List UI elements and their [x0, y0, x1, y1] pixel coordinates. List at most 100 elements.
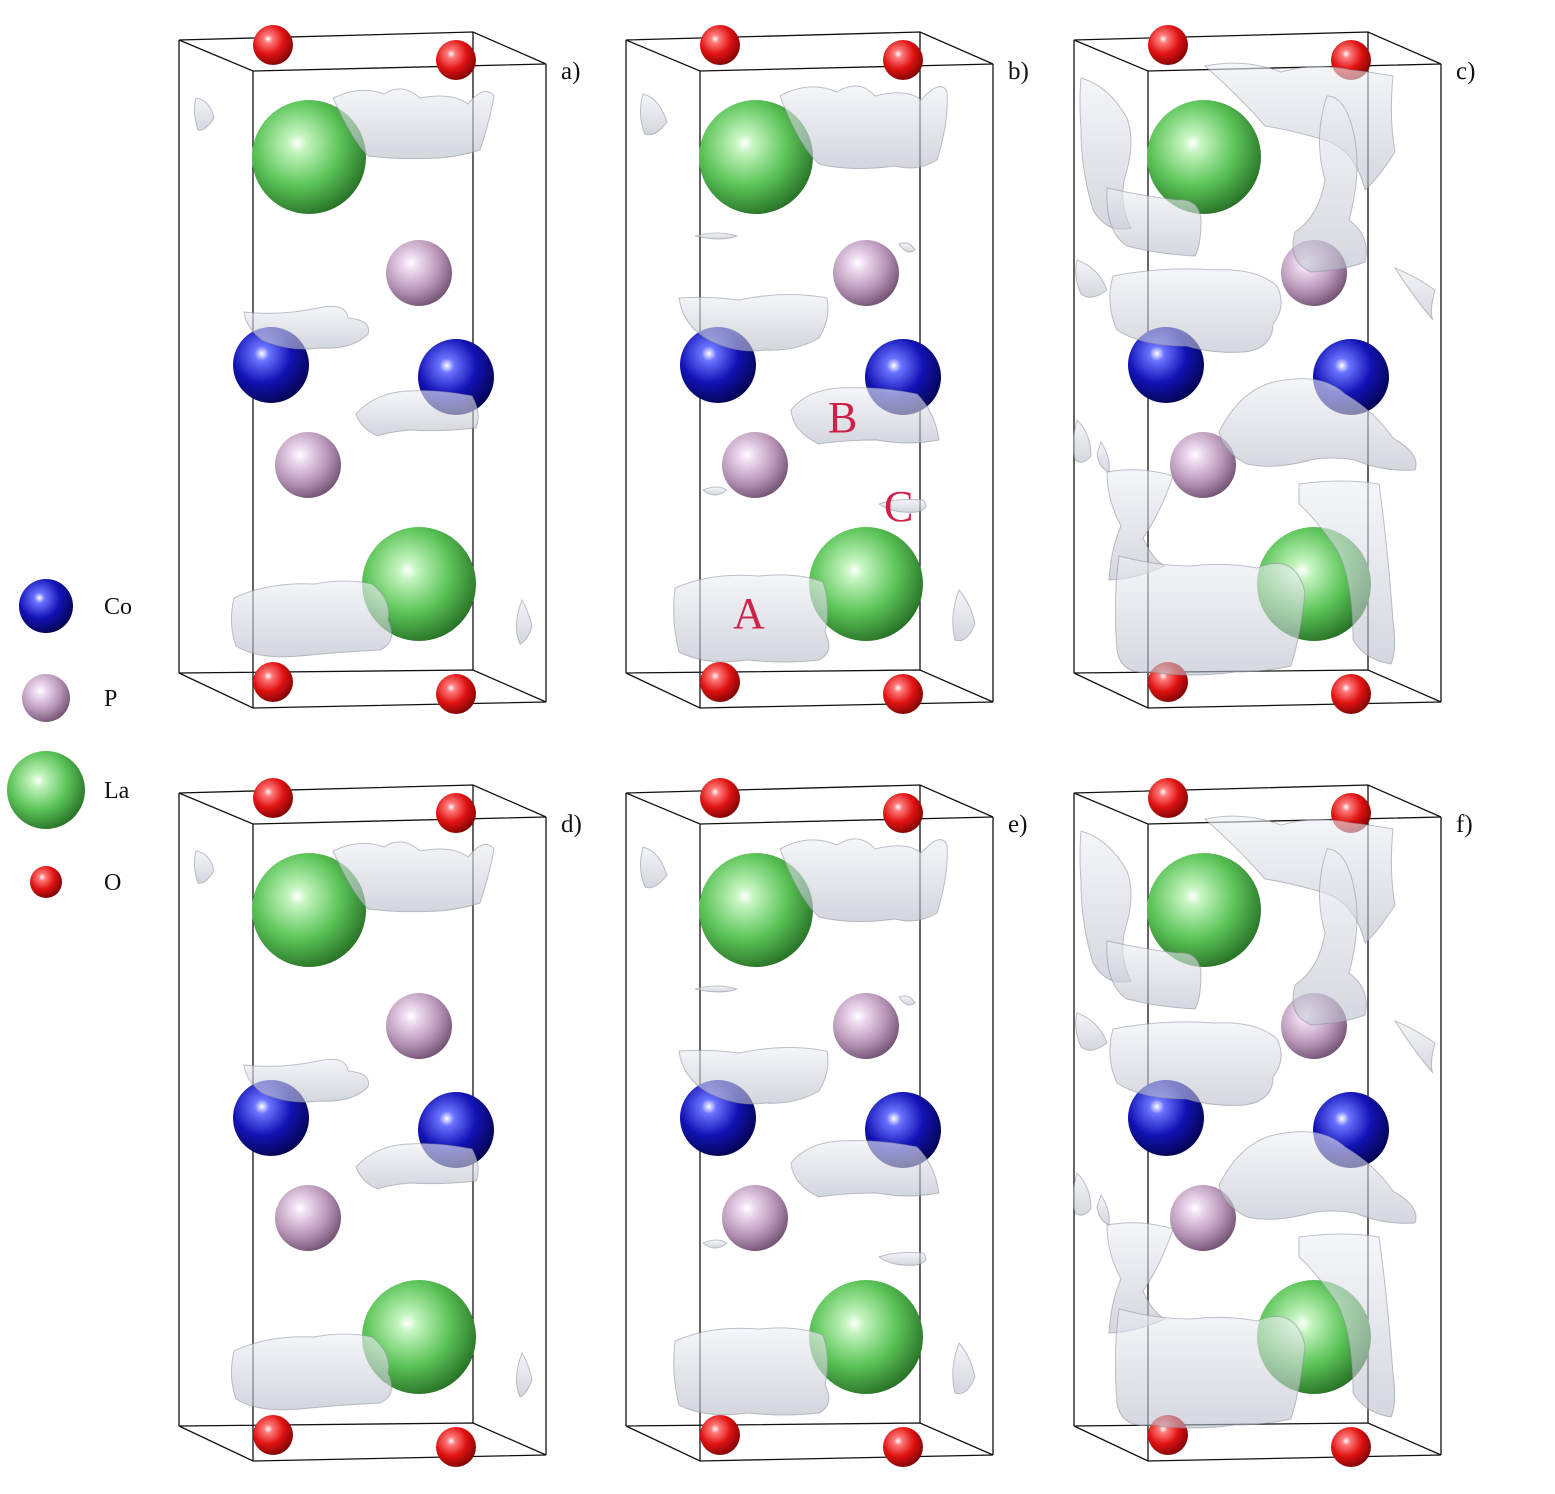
panel-label-f: f) [1456, 811, 1473, 838]
isosurfaces [193, 88, 533, 658]
isosurface-lobe [1393, 1019, 1436, 1074]
isosurfaces [1072, 62, 1436, 676]
site-label-c: C [884, 482, 913, 531]
isosurface-lobe [1096, 1193, 1110, 1226]
panel-label-d: d) [561, 811, 582, 838]
isosurface-lobe [516, 598, 533, 645]
site-label-a: A [733, 589, 765, 638]
atom-o [700, 1415, 740, 1455]
isosurface-lobe [877, 1252, 927, 1266]
isosurface-lobe [1203, 815, 1396, 944]
atom-la [699, 100, 813, 214]
atom-o [436, 674, 476, 714]
unit-cell-top-face [178, 31, 547, 72]
isosurface-lobe [702, 1239, 728, 1249]
atom-p [833, 240, 899, 306]
isosurface-lobe [243, 305, 370, 350]
isosurface-lobe [678, 1046, 829, 1105]
isosurface-lobe [694, 232, 739, 240]
isosurface-lobe [1298, 1233, 1396, 1418]
isosurface-lobe [1218, 378, 1417, 471]
atom-o [883, 40, 923, 80]
legend-atom-co-icon [19, 579, 73, 633]
atom-o [883, 1427, 923, 1467]
isosurface-lobe [230, 1333, 393, 1411]
panel-e: e) [625, 778, 1027, 1467]
isosurface-lobe [1218, 1131, 1417, 1224]
atom-la [252, 100, 366, 214]
atom-p [386, 240, 452, 306]
isosurface-lobe [639, 846, 668, 889]
panel-label-e: e) [1008, 811, 1027, 838]
isosurface-lobe [1072, 419, 1092, 463]
unit-cell-bottom-face [625, 669, 994, 709]
unit-cell-box [625, 31, 994, 709]
isosurface-lobe [1292, 848, 1367, 1026]
atom-o [1331, 674, 1371, 714]
isosurface-lobe [898, 242, 916, 253]
panel-b: b)ABC [625, 25, 1029, 714]
site-label-b: B [828, 393, 857, 442]
isosurface-lobe [898, 995, 916, 1006]
unit-cell-bottom-face [1073, 669, 1442, 709]
isosurface-lobe [516, 1351, 533, 1398]
isosurface-lobe [779, 838, 948, 923]
isosurface-lobe [694, 985, 739, 993]
unit-cell-top-face [625, 31, 994, 72]
legend-label-p: P [104, 686, 117, 712]
atom-o [436, 793, 476, 833]
isosurface-lobe [877, 499, 927, 513]
isosurface-lobe [702, 486, 728, 496]
isosurface-lobe [952, 1342, 976, 1395]
isosurfaces [639, 838, 976, 1416]
atom-o [436, 1427, 476, 1467]
legend-label-o: O [104, 870, 121, 896]
isosurface-lobe [355, 1143, 479, 1190]
atom-o [700, 778, 740, 818]
atom-p [386, 993, 452, 1059]
isosurface-lobe [952, 589, 976, 642]
unit-cell-bottom-face [625, 1422, 994, 1462]
legend-atom-o-icon [30, 866, 62, 898]
atom-o [253, 1415, 293, 1455]
atom-la [809, 527, 923, 641]
isosurface-lobe [1109, 1021, 1282, 1106]
atom-p [722, 432, 788, 498]
unit-cell-bottom-face [1073, 1422, 1442, 1462]
isosurface-lobe [1114, 1308, 1306, 1429]
isosurface-lobe [678, 293, 829, 352]
isosurface-lobe [193, 97, 215, 131]
isosurface-lobe [1393, 266, 1436, 321]
isosurface-lobe [639, 93, 668, 136]
legend-item-la: La [7, 751, 130, 829]
isosurface-lobe [1203, 62, 1396, 191]
unit-cell-bottom-face [178, 669, 547, 709]
isosurfaces [639, 85, 976, 663]
isosurface-lobe [1075, 259, 1108, 298]
atom-o [436, 40, 476, 80]
legend-atom-p-icon [22, 674, 70, 722]
isosurface-lobe [355, 390, 479, 437]
isosurface-lobe [332, 841, 495, 913]
isosurface-lobe [673, 574, 830, 663]
legend-label-la: La [104, 778, 130, 804]
atom-la [699, 853, 813, 967]
legend-atom-la-icon [7, 751, 85, 829]
isosurface-lobe [1106, 940, 1202, 1010]
legend-item-co: Co [19, 579, 132, 633]
legend-item-p: P [22, 674, 117, 722]
atom-la [1147, 100, 1261, 214]
isosurfaces [193, 841, 533, 1411]
legend-label-co: Co [104, 594, 132, 620]
isosurface-lobe [790, 1140, 940, 1198]
isosurface-lobe [1075, 1012, 1108, 1051]
atom-la [1147, 853, 1261, 967]
isosurface-lobe [332, 88, 495, 160]
isosurface-lobe [779, 85, 948, 170]
atom-p [722, 1185, 788, 1251]
isosurface-lobe [790, 387, 940, 445]
atoms [680, 778, 941, 1467]
atom-o [700, 25, 740, 65]
